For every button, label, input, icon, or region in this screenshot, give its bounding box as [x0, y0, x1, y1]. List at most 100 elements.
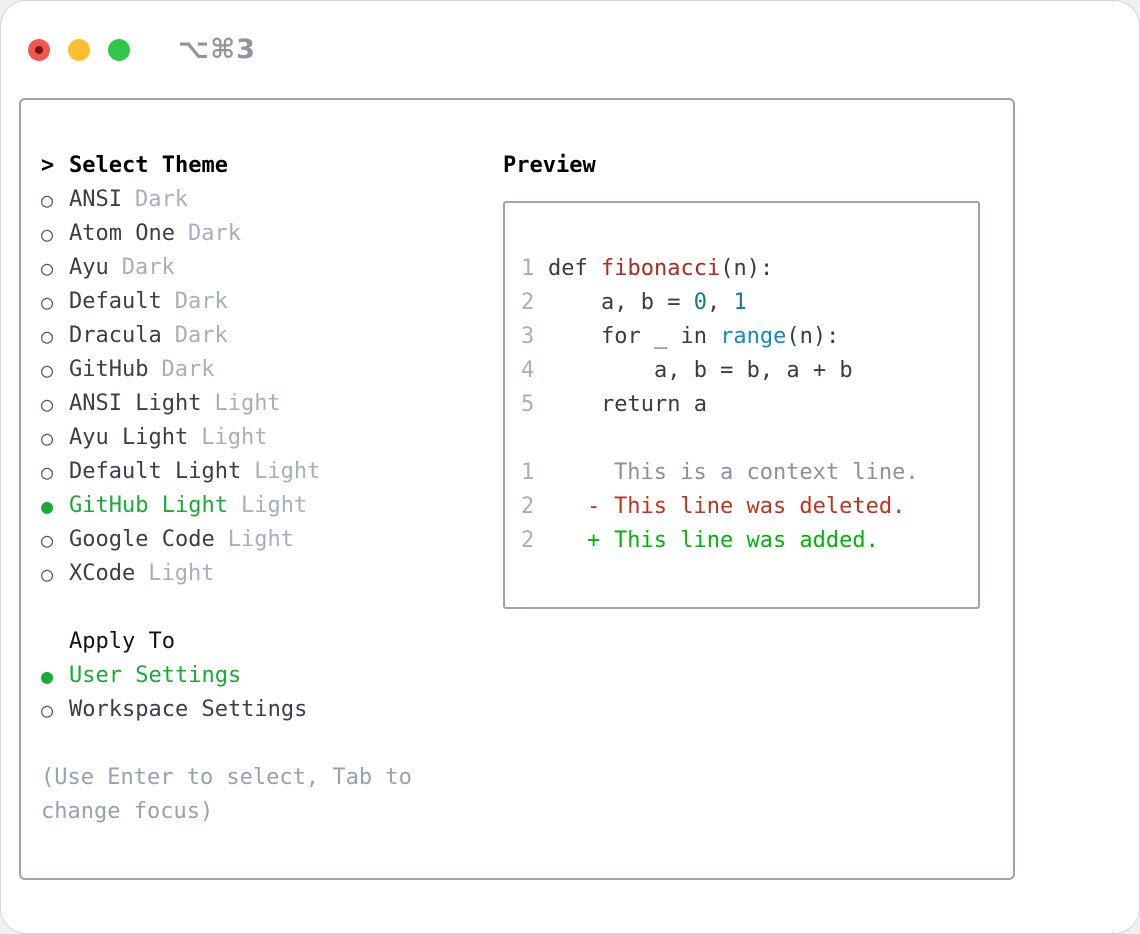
- maximize-button[interactable]: [108, 38, 130, 61]
- code-line: 5 return a: [521, 388, 978, 422]
- radio-icon: ○: [41, 324, 54, 348]
- theme-variant-label: Light: [227, 527, 294, 552]
- diff-line: 2+This line was added.: [521, 524, 978, 558]
- radio-icon: ○: [41, 188, 54, 212]
- theme-option[interactable]: ○ XCode Light: [41, 557, 503, 591]
- theme-name: Ayu: [69, 255, 109, 280]
- select-theme-title: Select Theme: [69, 153, 228, 178]
- theme-variant-label: Dark: [187, 221, 241, 246]
- line-number: 2: [521, 528, 535, 553]
- diff-text: This is a context line.: [614, 460, 919, 485]
- theme-variant-label: Dark: [174, 289, 228, 314]
- code-token: return a: [548, 392, 707, 417]
- theme-name: ANSI Light: [69, 391, 202, 416]
- code-token: 0: [693, 290, 707, 315]
- diff-marker: +: [587, 528, 601, 553]
- code-line: 2 a, b = 0, 1: [521, 286, 978, 320]
- apply-to-header: Apply To: [41, 625, 503, 659]
- line-number: 1: [521, 460, 535, 485]
- radio-icon: ○: [41, 528, 54, 552]
- theme-name: Atom One: [69, 221, 175, 246]
- code-line: 3 for _ in range(n):: [521, 320, 978, 354]
- code-text: def fibonacci(n):: [548, 252, 773, 286]
- line-number: 1: [521, 256, 535, 281]
- code-token: a, b =: [548, 290, 694, 315]
- apply-option-name: Workspace Settings: [69, 697, 308, 722]
- apply-option-name: User Settings: [69, 663, 242, 688]
- preview-title: Preview: [503, 153, 596, 178]
- theme-option[interactable]: ○ Default Dark: [41, 285, 503, 319]
- theme-variant-label: Light: [201, 425, 268, 450]
- theme-option[interactable]: ○ ANSI Dark: [41, 183, 503, 217]
- theme-option[interactable]: ○ Ayu Dark: [41, 251, 503, 285]
- apply-option[interactable]: ● User Settings: [41, 659, 503, 693]
- theme-variant-label: Dark: [161, 357, 215, 382]
- close-button[interactable]: [28, 38, 50, 61]
- diff-marker: [587, 456, 601, 490]
- spacer: [41, 591, 503, 625]
- close-dot-icon: [35, 45, 43, 54]
- diff-preview: 1 This is a context line. 2 -This line was…: [521, 456, 978, 558]
- spacer: [521, 422, 978, 456]
- radio-icon: ○: [41, 256, 54, 280]
- code-line: 4 a, b = b, a + b: [521, 354, 978, 388]
- line-number: 3: [521, 324, 535, 349]
- code-text: return a: [548, 388, 707, 422]
- line-number: 2: [521, 494, 535, 519]
- diff-line: 1 This is a context line.: [521, 456, 978, 490]
- line-number: 4: [521, 358, 535, 383]
- line-number: 2: [521, 290, 535, 315]
- theme-variant-label: Light: [148, 561, 215, 586]
- theme-name: ANSI: [69, 187, 122, 212]
- radio-selected-icon: ●: [41, 664, 54, 688]
- theme-variant-label: Light: [240, 493, 308, 518]
- code-token: range: [720, 324, 787, 349]
- theme-variant-label: Dark: [134, 187, 188, 212]
- titlebar: ⌥⌘3: [1, 1, 1139, 98]
- radio-icon: ○: [41, 698, 54, 722]
- code-token: ,: [706, 290, 734, 315]
- theme-name: Google Code: [69, 527, 215, 552]
- radio-icon: ○: [41, 562, 54, 586]
- theme-variant-label: Dark: [174, 323, 228, 348]
- apply-to-title: Apply To: [69, 629, 175, 654]
- code-token: 1: [733, 290, 747, 315]
- theme-name: Default: [69, 289, 162, 314]
- diff-line: 2 -This line was deleted.: [521, 490, 978, 524]
- radio-icon: ○: [41, 460, 54, 484]
- minimize-button[interactable]: [68, 38, 90, 61]
- apply-option[interactable]: ○ Workspace Settings: [41, 693, 503, 727]
- code-text: for _ in range(n):: [548, 320, 839, 354]
- diff-text: This line was deleted.: [614, 494, 906, 519]
- code-token: fibonacci: [600, 256, 721, 281]
- theme-variant-label: Light: [254, 459, 321, 484]
- theme-option[interactable]: ○ Google Code Light: [41, 523, 503, 557]
- hint-line-2: change focus): [41, 799, 214, 824]
- theme-name: GitHub Light: [69, 493, 228, 518]
- code-token: for _ in: [548, 324, 721, 349]
- code-token: (n):: [786, 324, 840, 349]
- hint-line-1: (Use Enter to select, Tab to: [41, 765, 412, 790]
- theme-name: XCode: [69, 561, 136, 586]
- radio-icon: ○: [41, 290, 54, 314]
- select-theme-header: >Select Theme: [41, 149, 503, 183]
- diff-marker: -: [587, 494, 601, 519]
- hint-text: (Use Enter to select, Tab to change focu…: [41, 761, 503, 829]
- code-token: (n):: [720, 256, 774, 281]
- radio-icon: ○: [41, 392, 54, 416]
- window-title: ⌥⌘3: [178, 34, 256, 65]
- theme-variant-label: Dark: [121, 255, 175, 280]
